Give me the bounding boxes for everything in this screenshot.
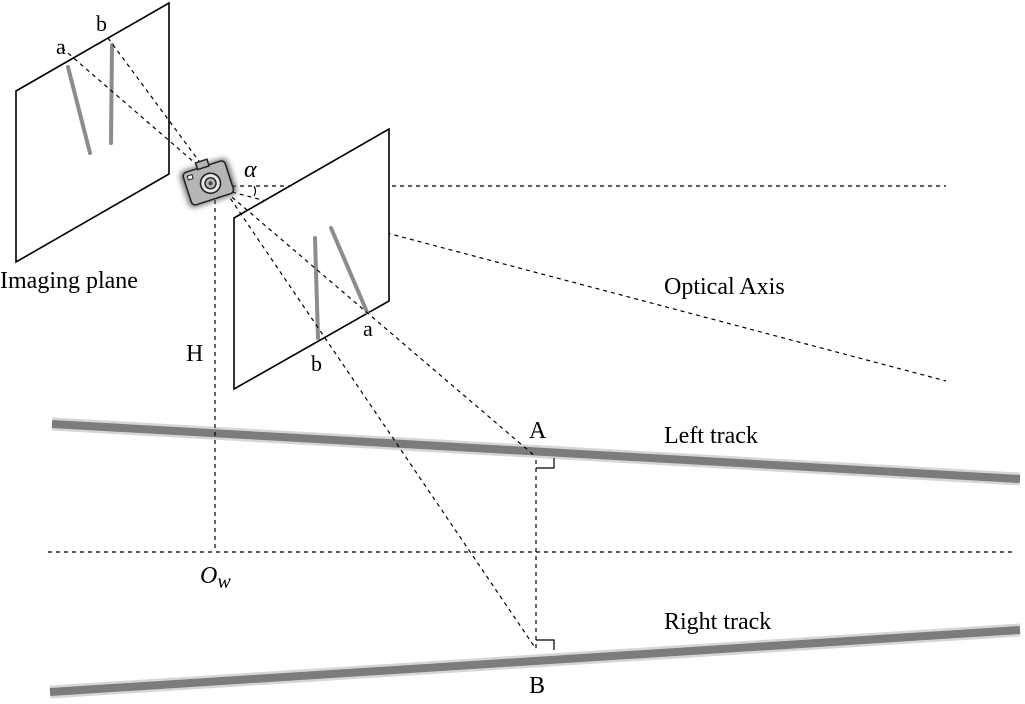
angle-alpha-arc bbox=[253, 185, 257, 197]
projection-line-a-back bbox=[61, 47, 211, 177]
back-image-mark-a bbox=[66, 65, 92, 155]
back-image-mark-b bbox=[109, 43, 114, 145]
label-height-H: H bbox=[186, 341, 203, 367]
front-image-mark-a bbox=[329, 226, 369, 314]
right-angle-marker-A bbox=[536, 458, 555, 469]
label-right-track: Right track bbox=[664, 609, 771, 635]
ray-to-point-A bbox=[225, 191, 537, 458]
label-a-front: a bbox=[363, 316, 373, 341]
label-point-A: A bbox=[529, 418, 547, 444]
label-origin-ow: Ow bbox=[200, 563, 231, 593]
right-track-rail bbox=[49, 623, 1021, 699]
back-imaging-plane bbox=[15, 1, 170, 264]
label-b-back: b bbox=[96, 11, 107, 36]
label-b-front: b bbox=[311, 351, 322, 376]
front-image-mark-b bbox=[313, 236, 320, 340]
label-point-B: B bbox=[529, 673, 545, 699]
label-a-back: a bbox=[56, 34, 66, 59]
label-left-track: Left track bbox=[664, 423, 758, 449]
left-track-rail bbox=[51, 417, 1021, 486]
right-angle-marker-B bbox=[536, 639, 555, 650]
front-imaging-plane bbox=[233, 127, 390, 391]
label-imaging-plane: Imaging plane bbox=[0, 268, 138, 294]
label-optical-axis: Optical Axis bbox=[664, 274, 785, 300]
camera-icon bbox=[179, 158, 237, 208]
label-alpha: α bbox=[244, 157, 257, 183]
